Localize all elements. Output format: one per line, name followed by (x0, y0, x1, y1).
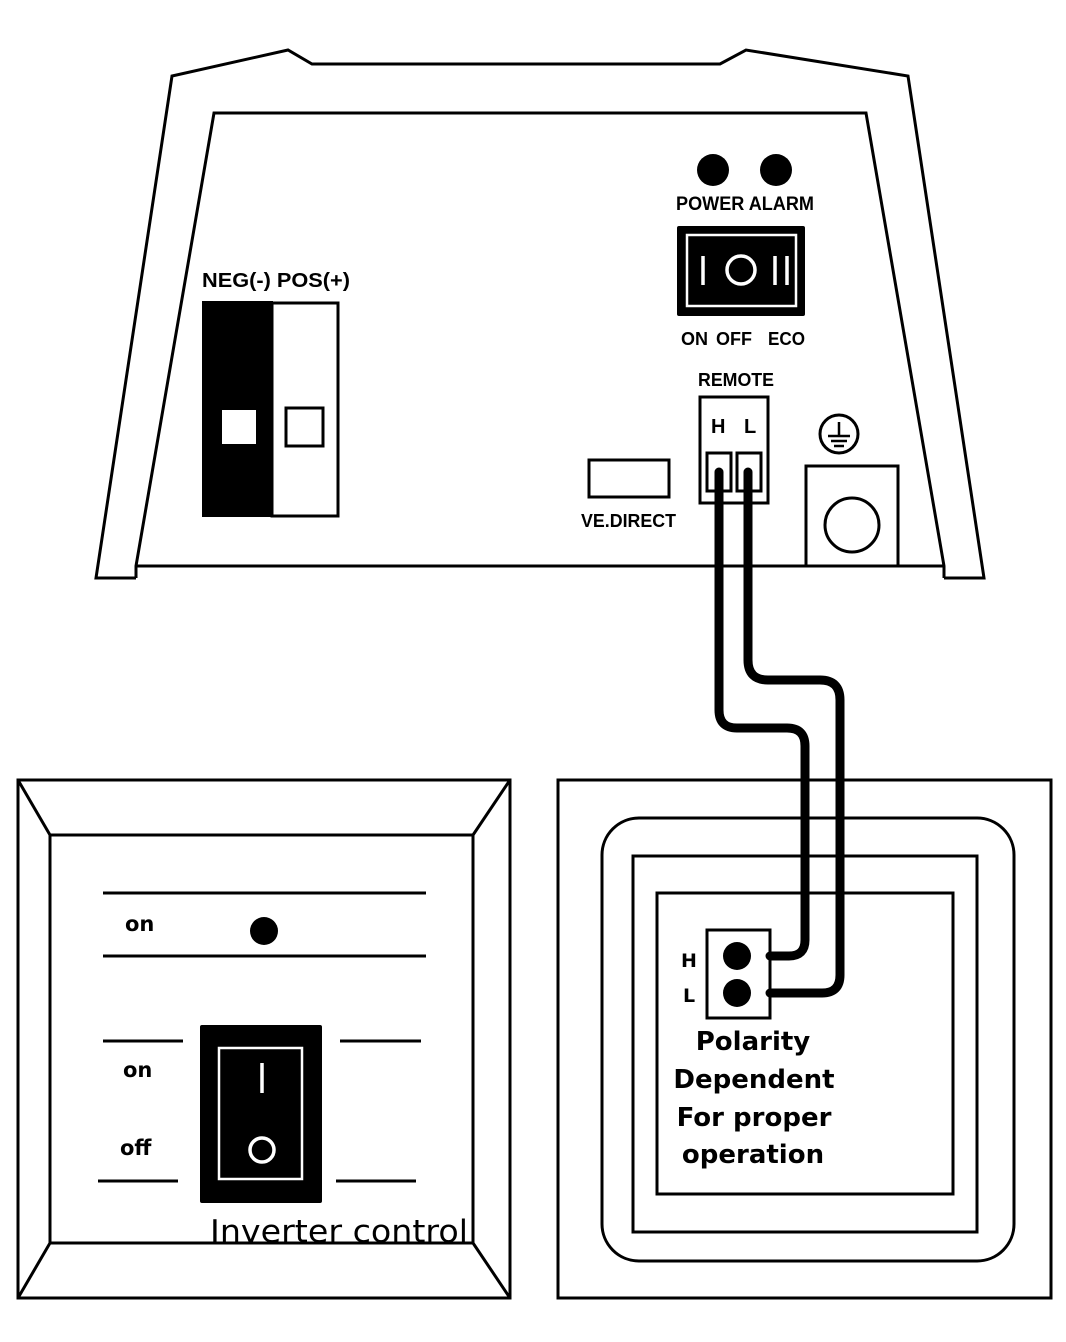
ve-direct-label: VE.DIRECT (581, 511, 676, 531)
remote-h-label: H (711, 416, 725, 438)
inverter-control-title: Inverter control (210, 1214, 468, 1250)
main-switch[interactable]: ON OFF ECO (677, 226, 805, 349)
ve-direct-port: VE.DIRECT (581, 458, 676, 531)
led-on-label: on (125, 912, 154, 936)
bevel-tl (16, 779, 52, 836)
panel-inner-face (48, 833, 475, 1245)
remote-terminal-h[interactable] (723, 942, 751, 970)
remote-terminal-l[interactable] (723, 979, 751, 1007)
polarity-note-line-1: Polarity (696, 1027, 811, 1057)
switch-pos-eco-label: ECO (768, 329, 805, 349)
inverter-control-panel: on on off Inverter control (16, 778, 512, 1300)
pos-terminal-screw (284, 406, 325, 448)
ground-terminal (804, 413, 900, 568)
switch-on-label: on (123, 1058, 152, 1082)
remote-l-label: L (744, 416, 756, 438)
led-labels: POWER ALARM (676, 194, 814, 215)
bevel-bl (16, 1242, 52, 1299)
bevel-tr (471, 779, 512, 836)
alarm-led (760, 154, 792, 186)
main-switch-body[interactable] (677, 226, 805, 316)
inverter-rocker-switch[interactable] (200, 1025, 322, 1203)
inverter-device: NEG(-) POS(+) POWER ALARM ON OFF ECO R (94, 48, 986, 580)
switch-pos-off-label: OFF (716, 329, 752, 349)
power-led (697, 154, 729, 186)
device-front-face (134, 111, 946, 578)
device-housing-outline (94, 48, 986, 580)
remote-wires (714, 467, 845, 998)
remote-terminal-l-label: L (683, 985, 695, 1007)
neg-terminal[interactable] (202, 301, 273, 517)
battery-terminals-label: NEG(-) POS(+) (202, 270, 350, 292)
polarity-note-line-3: For proper (677, 1103, 832, 1133)
battery-terminals: NEG(-) POS(+) (202, 270, 350, 518)
remote-connector: REMOTE H L (698, 370, 774, 505)
ground-terminal-block (804, 464, 900, 568)
rocker-glyph-off (248, 1136, 276, 1164)
polarity-note-line-4: operation (682, 1140, 824, 1170)
status-leds: POWER ALARM (676, 154, 814, 215)
ground-icon (818, 413, 860, 455)
remote-terminal-h-label: H (681, 950, 697, 972)
switch-glyph-off (725, 254, 757, 286)
rocker-switch-bezel (217, 1046, 304, 1181)
neg-terminal-screw (222, 410, 256, 444)
wire-h[interactable] (714, 467, 810, 961)
switch-off-label: off (120, 1136, 152, 1160)
ve-direct-socket[interactable] (587, 458, 671, 499)
on-indicator-led (250, 917, 278, 945)
panel-outer-frame (16, 778, 512, 1300)
ground-stud[interactable] (823, 496, 881, 554)
main-switch-bezel (685, 233, 798, 308)
rocker-switch-body[interactable] (200, 1025, 322, 1203)
polarity-note-line-2: Dependent (673, 1065, 834, 1095)
bevel-br (471, 1242, 512, 1299)
switch-pos-on-label: ON (681, 329, 708, 349)
remote-label: REMOTE (698, 370, 774, 390)
wire-l[interactable] (743, 467, 845, 998)
polarity-note: Polarity Dependent For proper operation (673, 1027, 834, 1170)
